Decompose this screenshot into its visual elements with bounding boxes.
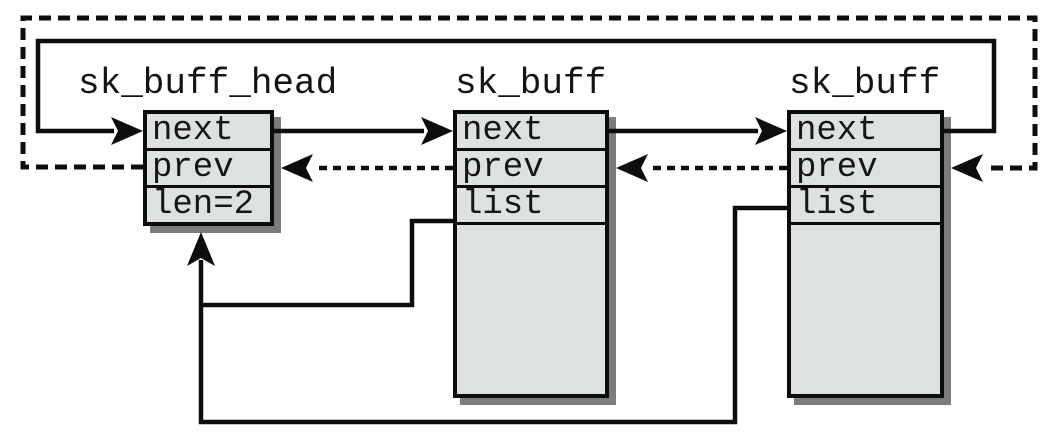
field-list: list (457, 188, 605, 225)
node-title-sk-buff-2: sk_buff (789, 63, 941, 104)
field-prev: prev (147, 151, 270, 188)
node-sk-buff-1: next prev list (453, 110, 609, 398)
field-list: list (791, 188, 940, 225)
node-body (457, 225, 605, 394)
next-loop-arrowhead-icon (111, 117, 143, 145)
field-next: next (147, 114, 270, 151)
field-prev: prev (791, 151, 940, 188)
node-sk-buff-2: next prev list (787, 110, 944, 398)
prev-link-1-arrowhead-icon (281, 154, 313, 182)
prev-link-2-arrowhead-icon (616, 154, 648, 182)
field-next: next (457, 114, 605, 151)
next-link-2-arrowhead-icon (755, 117, 787, 145)
node-body (791, 225, 940, 394)
list-link-1-line (199, 218, 455, 308)
list-links-up-arrowhead-icon (187, 232, 215, 266)
next-link-1-arrowhead-icon (421, 117, 453, 145)
field-prev: prev (457, 151, 605, 188)
prev-loop-arrowhead-icon (951, 154, 983, 182)
node-title-sk-buff-head: sk_buff_head (78, 63, 338, 104)
node-sk-buff-head: next prev len=2 (143, 110, 274, 226)
field-len: len=2 (152, 186, 255, 224)
node-title-sk-buff-1: sk_buff (455, 63, 607, 104)
field-next: next (791, 114, 940, 151)
